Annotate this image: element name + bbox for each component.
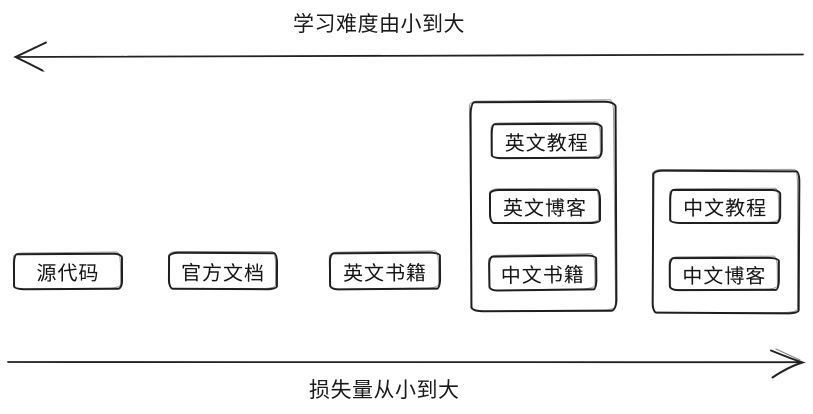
loss-arrow: [7, 348, 806, 379]
node-label: 英文教程: [504, 132, 589, 155]
node-chinese-blogs: 中文博客: [668, 256, 780, 292]
node-label: 英文书籍: [342, 262, 428, 285]
node-source-code: 源代码: [12, 252, 124, 291]
node-english-blogs: 英文博客: [488, 188, 602, 225]
difficulty-arrow: [13, 41, 804, 73]
difficulty-axis-label: 学习难度由小到大: [293, 13, 465, 36]
node-official-docs: 官方文档: [167, 251, 279, 291]
loss-axis-label: 损失量从小到大: [309, 379, 460, 402]
arrowhead-right-icon: [770, 349, 806, 379]
group-english-resources: 英文教程 英文博客 中文书籍: [469, 100, 618, 313]
node-chinese-tutorials: 中文教程: [669, 188, 782, 225]
node-english-tutorials: 英文教程: [490, 122, 603, 160]
node-label: 中文教程: [683, 197, 768, 221]
node-label: 英文博客: [502, 197, 588, 221]
node-label: 中文书籍: [500, 264, 585, 287]
node-english-books: 英文书籍: [328, 251, 442, 291]
node-label: 官方文档: [180, 262, 266, 285]
node-chinese-books: 中文书籍: [488, 254, 598, 292]
group-chinese-resources: 中文教程 中文博客: [651, 169, 801, 315]
arrowhead-left-icon: [13, 41, 47, 72]
node-label: 中文博客: [682, 265, 767, 288]
difficulty-arrow-line: [15, 53, 804, 58]
node-label: 源代码: [36, 262, 100, 286]
